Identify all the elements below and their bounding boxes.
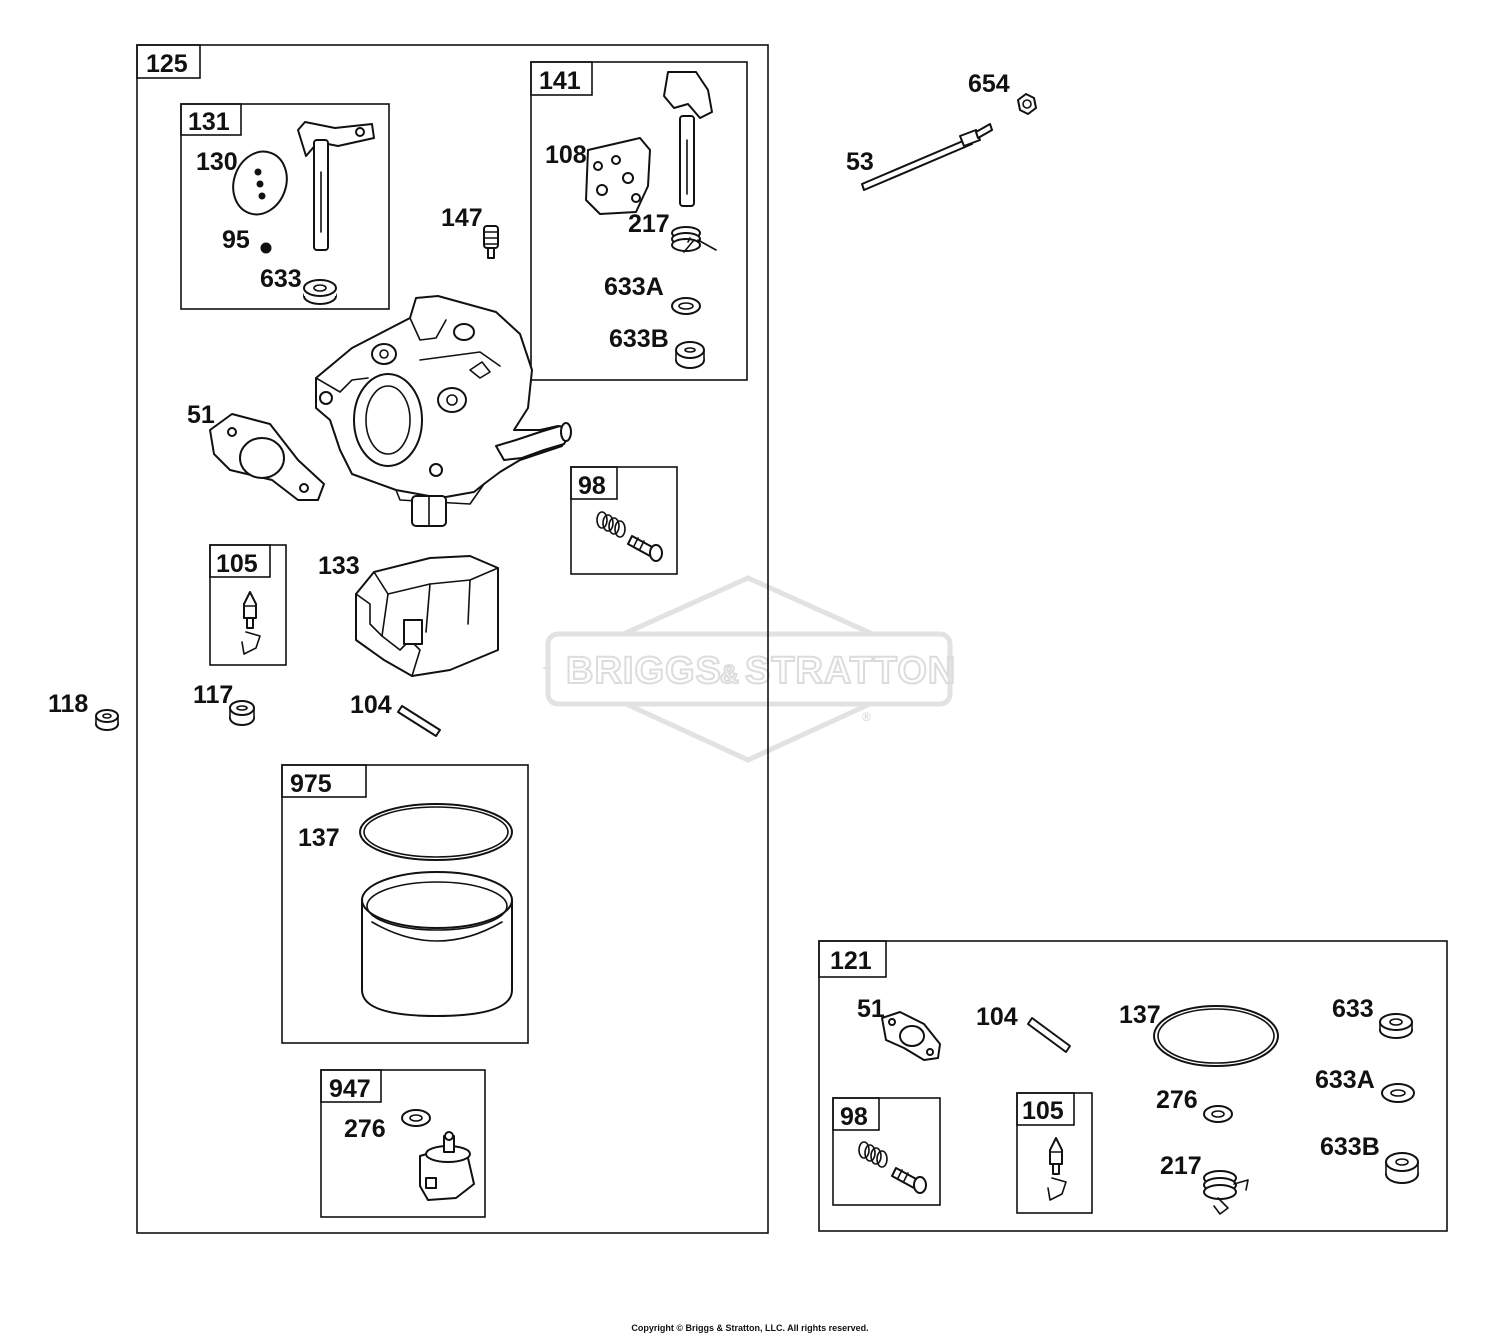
throttle-shaft-part bbox=[297, 121, 375, 251]
bushing-633b-part bbox=[675, 341, 705, 369]
kit-inlet-needle-part bbox=[1047, 1137, 1067, 1201]
bushing-633-part bbox=[303, 279, 337, 305]
washer-276-part bbox=[401, 1109, 431, 1127]
watermark: BRIGGS & STRATTON ® bbox=[541, 575, 956, 763]
float-133-part bbox=[355, 555, 499, 677]
kit-part-633b-label[interactable]: 633B bbox=[1320, 1133, 1380, 1161]
solenoid-part bbox=[419, 1131, 475, 1201]
stud-53-part bbox=[861, 123, 993, 191]
part-276-label[interactable]: 276 bbox=[344, 1115, 386, 1143]
group-975: 975 bbox=[281, 764, 529, 1044]
idle-screw-part bbox=[627, 535, 663, 562]
part-217-label[interactable]: 217 bbox=[628, 210, 670, 238]
idle-spring-part bbox=[596, 511, 626, 538]
watermark-brand-amp: & bbox=[720, 659, 740, 689]
kit-part-217-label[interactable]: 217 bbox=[1160, 1152, 1202, 1180]
group-98-label[interactable]: 98 bbox=[578, 472, 606, 500]
gasket-51-part bbox=[209, 413, 325, 501]
part-51-label[interactable]: 51 bbox=[187, 401, 215, 429]
group-947-label[interactable]: 947 bbox=[329, 1075, 371, 1103]
kit-o-ring-137-part bbox=[1153, 1005, 1279, 1067]
o-ring-part bbox=[359, 803, 513, 861]
part-654-label[interactable]: 654 bbox=[968, 70, 1010, 98]
part-53-label[interactable]: 53 bbox=[846, 148, 874, 176]
copyright-notice: Copyright © Briggs & Stratton, LLC. All … bbox=[631, 1323, 869, 1333]
kit-group-105-label[interactable]: 105 bbox=[1022, 1097, 1064, 1125]
group-121: 121 51 104 137 633 6 bbox=[818, 940, 1448, 1232]
kit-part-137-label[interactable]: 137 bbox=[1119, 1001, 1161, 1029]
part-104-label[interactable]: 104 bbox=[350, 691, 392, 719]
plug-118-part bbox=[95, 709, 119, 731]
plug-117-part bbox=[229, 700, 255, 726]
part-147-label[interactable]: 147 bbox=[441, 204, 483, 232]
group-121-label[interactable]: 121 bbox=[830, 947, 872, 975]
part-137-label[interactable]: 137 bbox=[298, 824, 340, 852]
kit-bushing-633-part bbox=[1379, 1013, 1413, 1039]
kit-washer-276-part bbox=[1203, 1105, 1233, 1123]
part-108-label[interactable]: 108 bbox=[545, 141, 587, 169]
kit-part-276-label[interactable]: 276 bbox=[1156, 1086, 1198, 1114]
throttle-plate-part bbox=[232, 150, 288, 216]
watermark-brand-left: BRIGGS bbox=[566, 650, 722, 692]
kit-spring-217-part bbox=[1203, 1170, 1249, 1215]
washer-633a-part bbox=[671, 297, 701, 315]
choke-plate-part bbox=[585, 137, 651, 215]
part-118-label[interactable]: 118 bbox=[48, 690, 88, 718]
part-633-label[interactable]: 633 bbox=[260, 265, 302, 293]
inlet-needle-part bbox=[241, 591, 261, 655]
watermark-registered: ® bbox=[862, 710, 871, 724]
kit-part-104-label[interactable]: 104 bbox=[976, 1003, 1018, 1031]
part-130-label[interactable]: 130 bbox=[196, 148, 238, 176]
kit-pin-104-part bbox=[1027, 1017, 1071, 1053]
kit-bushing-633b-part bbox=[1385, 1152, 1419, 1184]
kit-part-633-label[interactable]: 633 bbox=[1332, 995, 1374, 1023]
group-947: 947 bbox=[320, 1069, 486, 1218]
screw-147-part bbox=[483, 225, 499, 259]
watermark-brand-right: STRATTON bbox=[745, 650, 956, 692]
float-bowl-part bbox=[361, 871, 513, 1017]
part-117-label[interactable]: 117 bbox=[193, 681, 233, 709]
group-141: 141 bbox=[530, 61, 748, 381]
group-105: 105 bbox=[209, 544, 287, 666]
group-98: 98 bbox=[570, 466, 678, 575]
group-131: 131 130 95 633 bbox=[180, 103, 390, 310]
kit-part-633a-label[interactable]: 633A bbox=[1315, 1066, 1375, 1094]
spring-217-part bbox=[671, 226, 717, 253]
kit-idle-spring-part bbox=[858, 1141, 888, 1168]
group-975-label[interactable]: 975 bbox=[290, 770, 332, 798]
part-633a-label[interactable]: 633A bbox=[604, 273, 664, 301]
part-133-label[interactable]: 133 bbox=[318, 552, 360, 580]
nut-654-part bbox=[1017, 93, 1037, 115]
group-105-label[interactable]: 105 bbox=[216, 550, 258, 578]
kit-gasket-51-part bbox=[881, 1011, 941, 1061]
group-131-label[interactable]: 131 bbox=[188, 108, 230, 136]
group-125-label[interactable]: 125 bbox=[146, 50, 188, 78]
screw-95-part bbox=[260, 242, 272, 254]
kit-washer-633a-part bbox=[1381, 1083, 1415, 1103]
part-633b-label[interactable]: 633B bbox=[609, 325, 669, 353]
group-125: 125 bbox=[136, 44, 769, 1234]
kit-idle-screw-part bbox=[891, 1167, 927, 1194]
carburetor-body-part bbox=[315, 295, 572, 527]
part-95-label[interactable]: 95 bbox=[222, 226, 250, 254]
group-141-label[interactable]: 141 bbox=[539, 67, 581, 95]
kit-part-51-label[interactable]: 51 bbox=[857, 995, 885, 1023]
pin-104-part bbox=[397, 705, 441, 737]
kit-group-98-label[interactable]: 98 bbox=[840, 1103, 868, 1131]
choke-shaft-part bbox=[663, 71, 713, 207]
